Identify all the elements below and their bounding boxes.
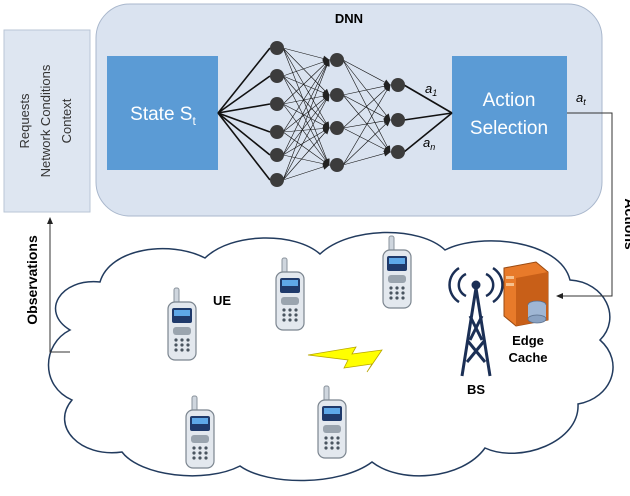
neural-network-edges — [217, 47, 453, 181]
nn-connection — [342, 84, 391, 166]
nn-connection — [282, 164, 330, 181]
nn-connection — [342, 59, 391, 153]
bs-label: BS — [467, 382, 485, 397]
nn-connection — [282, 127, 330, 156]
nn-connection — [217, 112, 271, 181]
nn-connection — [217, 47, 271, 114]
nn-connection — [217, 75, 271, 114]
nn-connection — [282, 125, 330, 133]
nn-connection — [403, 112, 453, 121]
nn-node — [391, 145, 405, 159]
nn-connection — [282, 75, 330, 129]
action-line2: Selection — [470, 118, 548, 139]
nn-connection — [342, 118, 391, 129]
edge-cache-line2: Cache — [508, 350, 547, 365]
nn-connection — [342, 127, 391, 153]
nn-connection — [342, 84, 391, 129]
nn-connection — [282, 47, 330, 62]
output-label-a1: a1 — [425, 81, 437, 98]
nn-node — [330, 158, 344, 172]
nn-connection — [282, 94, 330, 133]
observations-label: Observations — [24, 235, 40, 325]
dnn-title: DNN — [335, 11, 363, 26]
nn-connection — [282, 93, 330, 105]
nn-connection — [282, 131, 330, 166]
edge-cache-line1: Edge — [512, 333, 544, 348]
nn-connection — [282, 47, 330, 166]
nn-connection — [282, 59, 330, 156]
base-station-tower-icon — [448, 266, 504, 377]
context-line-context: Context — [59, 98, 74, 143]
ue-label: UE — [213, 293, 231, 308]
state-block — [107, 56, 218, 170]
nn-connection — [342, 119, 391, 166]
action-selection-block — [452, 56, 567, 170]
action-output-line — [556, 112, 613, 299]
nn-connection — [282, 94, 330, 181]
nn-connection — [282, 47, 330, 96]
context-line-network: Network Conditions — [38, 64, 53, 177]
nn-node — [391, 113, 405, 127]
nn-connection — [282, 59, 330, 181]
nn-connection — [217, 103, 271, 114]
nn-connection — [282, 59, 330, 133]
nn-connection — [282, 59, 330, 77]
edge-cache-server-icon — [503, 261, 549, 327]
context-box — [3, 29, 91, 213]
nn-connection — [282, 154, 330, 167]
output-label-an: an — [423, 135, 435, 152]
nn-node — [330, 121, 344, 135]
nn-connection — [282, 103, 330, 166]
context-line-requests: Requests — [17, 93, 32, 148]
nn-connection — [342, 150, 391, 166]
nn-connection — [282, 103, 330, 129]
nn-node — [270, 41, 284, 55]
nn-node — [391, 78, 405, 92]
nn-connection — [217, 112, 271, 156]
nn-connection — [282, 75, 330, 96]
nn-connection — [217, 112, 271, 133]
nn-node — [270, 125, 284, 139]
nn-node — [330, 88, 344, 102]
lightning-bolt-icon — [307, 346, 383, 373]
nn-connection — [342, 59, 391, 86]
output-label-at: at — [576, 90, 586, 107]
observations-arrow — [47, 217, 70, 353]
action-line1: Action — [483, 90, 536, 111]
nn-connection — [403, 112, 453, 153]
nn-connection — [282, 94, 330, 156]
nn-connection — [342, 83, 391, 96]
nn-node — [330, 53, 344, 67]
nn-node — [270, 148, 284, 162]
nn-connection — [403, 84, 453, 114]
state-label: State St — [130, 104, 196, 128]
nn-connection — [282, 47, 330, 129]
nn-node — [270, 173, 284, 187]
nn-node — [270, 97, 284, 111]
nn-connection — [342, 94, 391, 153]
nn-connection — [282, 59, 330, 105]
actions-label: Actions — [622, 198, 630, 250]
nn-connection — [282, 127, 330, 181]
nn-node — [270, 69, 284, 83]
neural-network-nodes — [270, 41, 405, 187]
nn-connection — [342, 94, 391, 121]
